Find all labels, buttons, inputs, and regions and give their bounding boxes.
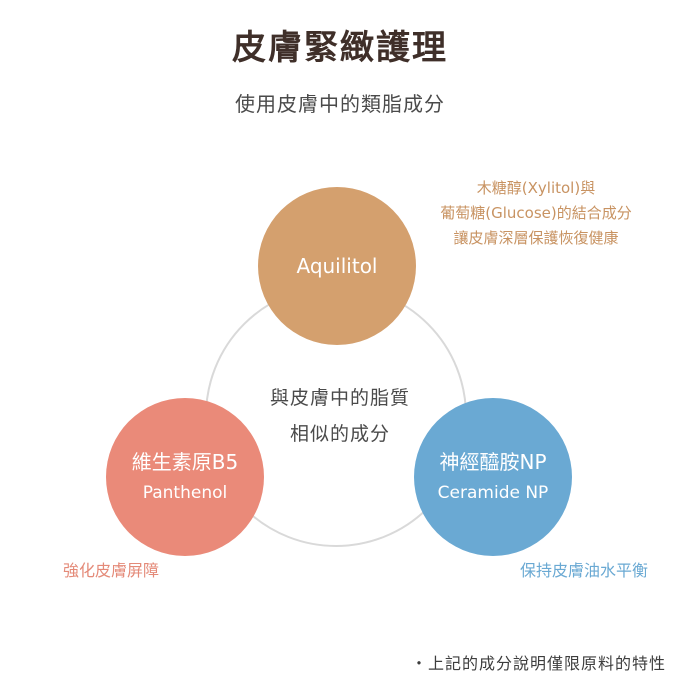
- aquilitol-label: Aquilitol: [296, 254, 378, 278]
- ceramide-label-zh: 神經醯胺NP: [439, 450, 547, 474]
- center-label-line2: 相似的成分: [289, 423, 390, 445]
- ceramide-circle: 神經醯胺NP Ceramide NP: [414, 398, 572, 556]
- panthenol-circle: 維生素原B5 Panthenol: [106, 398, 264, 556]
- panthenol-note: 強化皮膚屏障: [62, 561, 159, 580]
- center-label-line1: 與皮膚中的脂質: [269, 387, 410, 409]
- ceramide-label-en: Ceramide NP: [437, 483, 549, 503]
- page-title: 皮膚緊緻護理: [232, 28, 448, 68]
- ceramide-note: 保持皮膚油水平衡: [519, 561, 648, 580]
- page-subtitle: 使用皮膚中的類脂成分: [235, 92, 445, 116]
- aquilitol-circle: Aquilitol: [258, 187, 416, 345]
- panthenol-label-en: Panthenol: [142, 483, 228, 503]
- aquilitol-note-line1: 木糖醇(Xylitol)與: [476, 179, 596, 197]
- aquilitol-note-line3: 讓皮膚深層保護恢復健康: [453, 229, 619, 247]
- aquilitol-note: 木糖醇(Xylitol)與 葡萄糖(Glucose)的結合成分 讓皮膚深層保護恢…: [405, 176, 667, 251]
- aquilitol-note-line2: 葡萄糖(Glucose)的結合成分: [440, 204, 632, 222]
- footnote: ・上記的成分說明僅限原料的特性: [410, 654, 666, 673]
- center-label: 與皮膚中的脂質 相似的成分: [240, 380, 440, 452]
- panthenol-label-zh: 維生素原B5: [131, 450, 239, 474]
